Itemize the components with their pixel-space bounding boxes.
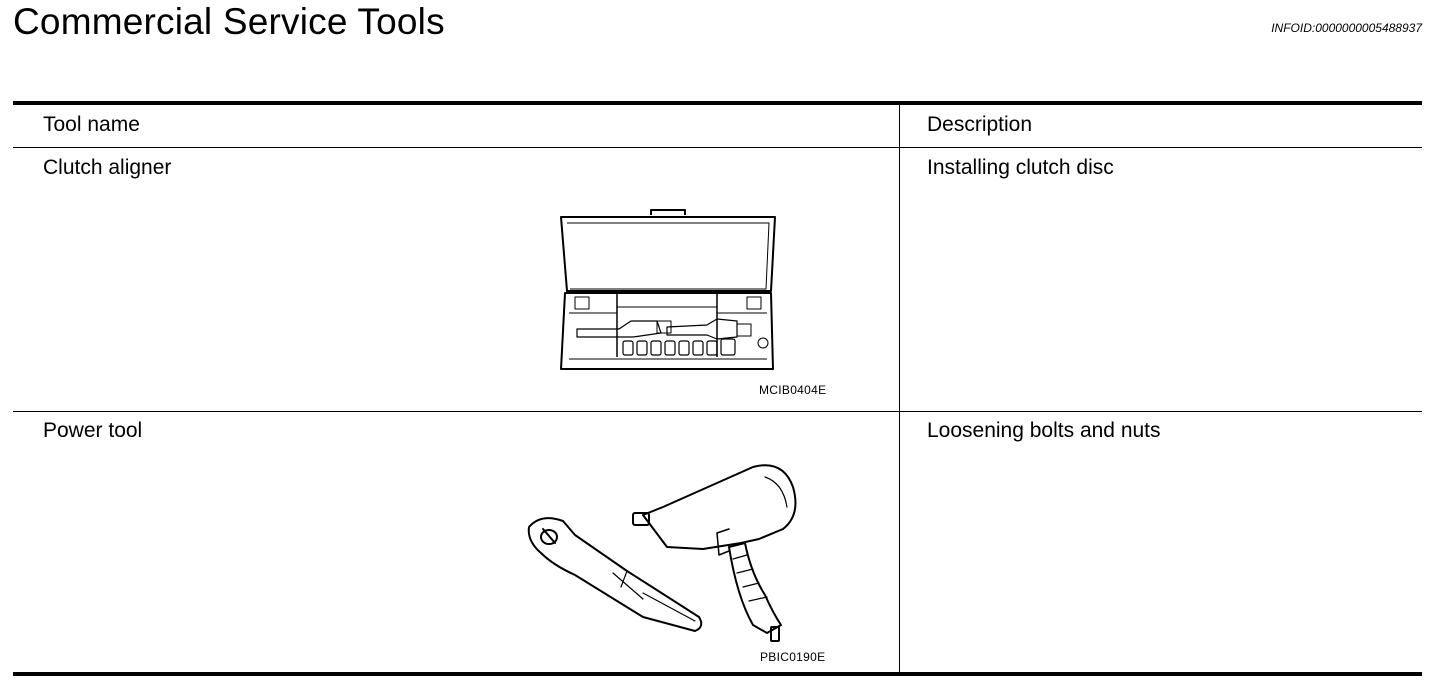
info-id: INFOID:0000000005488937	[1271, 21, 1422, 35]
header-tool-name: Tool name	[43, 113, 140, 136]
column-divider	[899, 105, 900, 672]
tool-name-cell: Clutch aligner	[43, 156, 172, 179]
header-divider	[13, 147, 1422, 148]
figure-code: PBIC0190E	[760, 650, 826, 664]
figure-code: MCIB0404E	[759, 383, 827, 397]
header-description: Description	[927, 113, 1033, 136]
tool-name-cell: Power tool	[43, 419, 143, 442]
service-tools-table: Tool name Description Clutch aligner Ins…	[13, 101, 1422, 676]
clutch-aligner-kit-icon	[557, 209, 779, 375]
air-ratchet-icon	[523, 513, 707, 639]
description-cell: Loosening bolts and nuts	[927, 419, 1161, 442]
description-cell: Installing clutch disc	[927, 156, 1114, 179]
row-divider	[13, 411, 1422, 412]
page-title: Commercial Service Tools	[13, 1, 445, 42]
impact-wrench-icon	[633, 463, 805, 641]
